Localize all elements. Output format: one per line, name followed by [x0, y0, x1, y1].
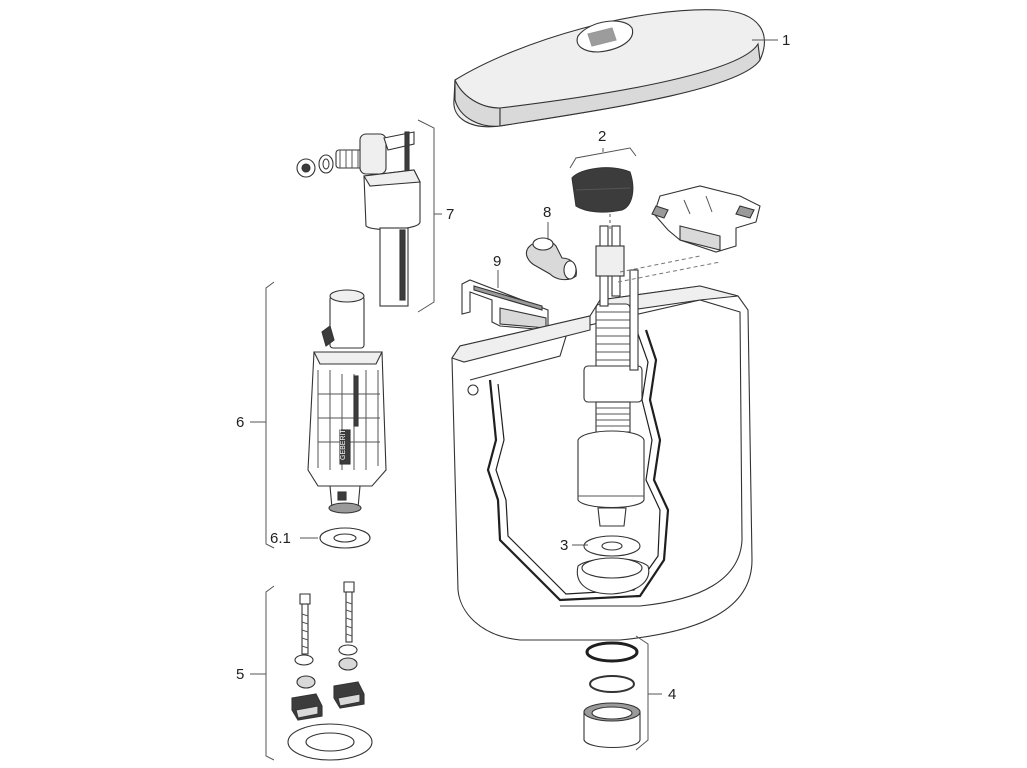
- part-9-mounting-bracket: [461, 279, 549, 331]
- bolt-left: [299, 593, 311, 655]
- callout-6-1: 6.1: [270, 530, 291, 547]
- part-5-fixing-set: [287, 581, 373, 761]
- part-6-1-seal: [319, 527, 371, 549]
- actuator-bracket: [651, 185, 761, 253]
- callout-3: 3: [560, 537, 569, 554]
- callout-6: 6: [236, 414, 245, 431]
- part-2-flush-button: [571, 167, 634, 213]
- callout-7: 7: [446, 206, 455, 223]
- part-4-outlet-parts: [583, 641, 641, 748]
- part-1-cistern-lid: [453, 9, 765, 128]
- callout-1: 1: [782, 32, 791, 49]
- leader-lines: [250, 39, 778, 761]
- part-3-seal-ring: [583, 535, 641, 557]
- flush-valve-assembly: [577, 214, 721, 527]
- brand-mark: GEBERIT: [340, 429, 347, 460]
- callout-8: 8: [543, 204, 552, 221]
- part-6-flush-valve: GEBERIT: [307, 289, 387, 514]
- callout-4: 4: [668, 686, 677, 703]
- bolt-right: [343, 581, 355, 643]
- callout-9: 9: [493, 253, 502, 270]
- part-7-fill-valve: [296, 131, 421, 307]
- callout-5: 5: [236, 666, 245, 683]
- callout-2: 2: [598, 128, 607, 145]
- part-8-elbow-fitting: [525, 237, 577, 281]
